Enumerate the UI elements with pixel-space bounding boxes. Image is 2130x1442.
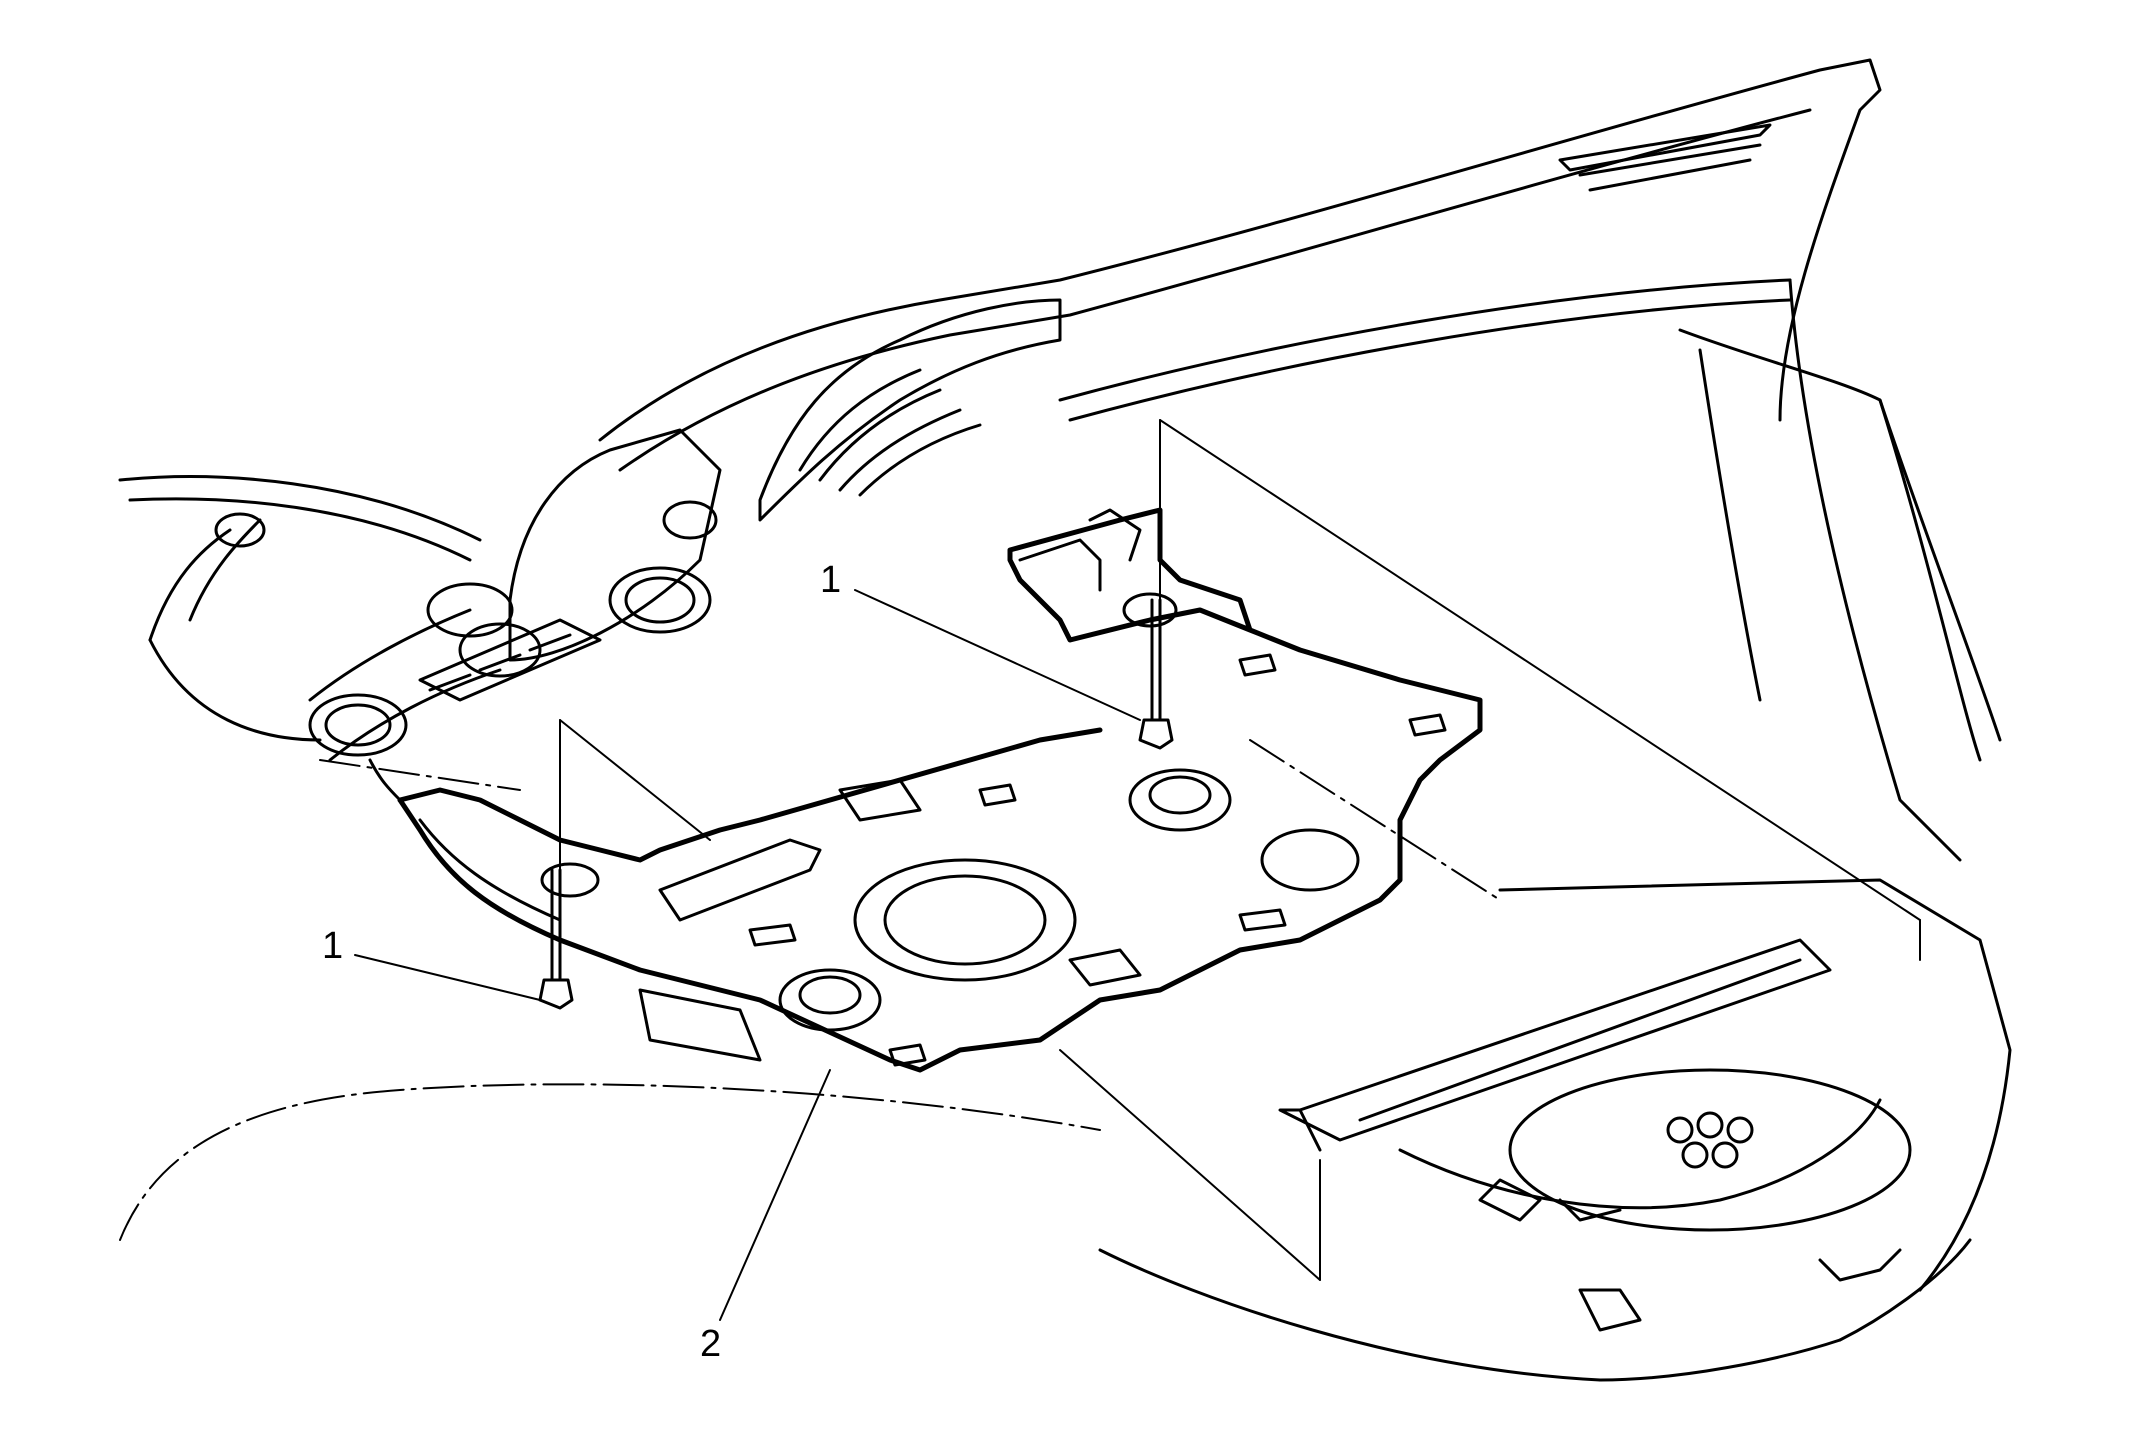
steering-column	[118, 475, 482, 802]
callout-label-2: 2	[700, 1323, 721, 1365]
floor-pan-outline	[119, 739, 1501, 1241]
instrument-panel	[598, 58, 2012, 1382]
hvac-control-knobs	[308, 428, 722, 762]
callout-label-1-front: 1	[322, 925, 343, 967]
fastener-bolt-rear	[1138, 598, 1174, 750]
center-vent-cluster	[758, 298, 1062, 522]
floor-panel-insulator	[397, 507, 1483, 1073]
fastener-bolt-front	[538, 868, 574, 1010]
callout-label-1-rear: 1	[820, 559, 841, 601]
console-compartment	[1278, 938, 1912, 1332]
callout-leaders	[354, 589, 1141, 1321]
